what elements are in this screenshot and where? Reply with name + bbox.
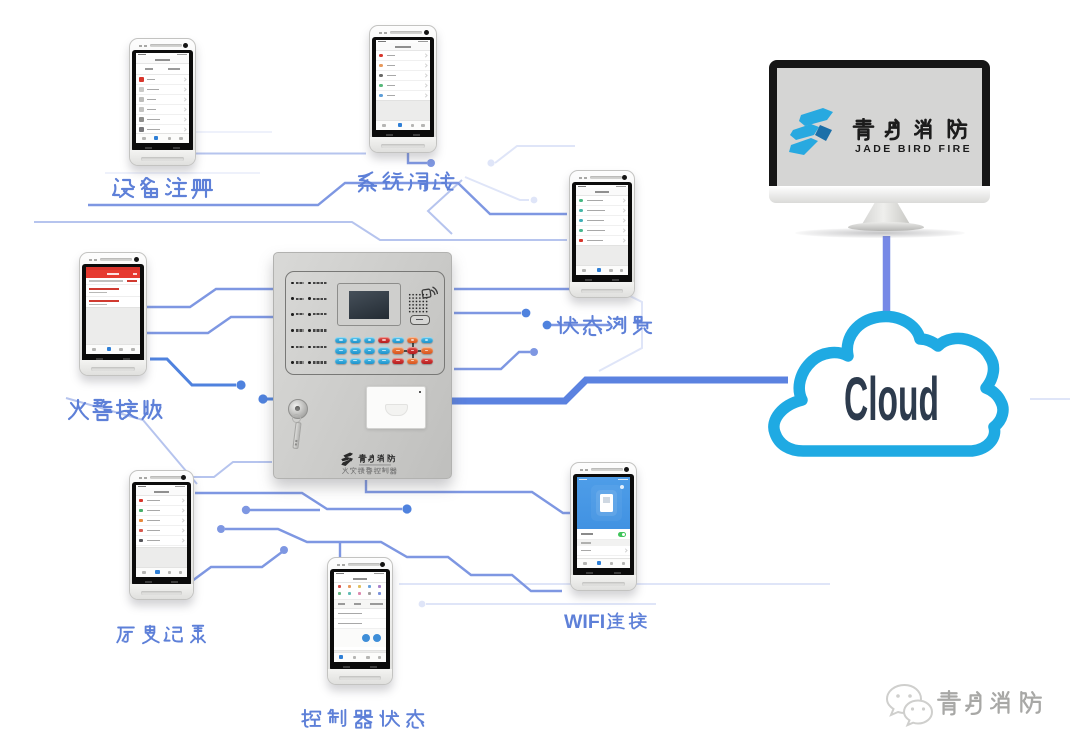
svg-text:JADE BIRD FIRE: JADE BIRD FIRE: [855, 143, 972, 155]
svg-text:WIFI: WIFI: [564, 611, 605, 633]
svg-text:Cloud: Cloud: [844, 365, 939, 433]
